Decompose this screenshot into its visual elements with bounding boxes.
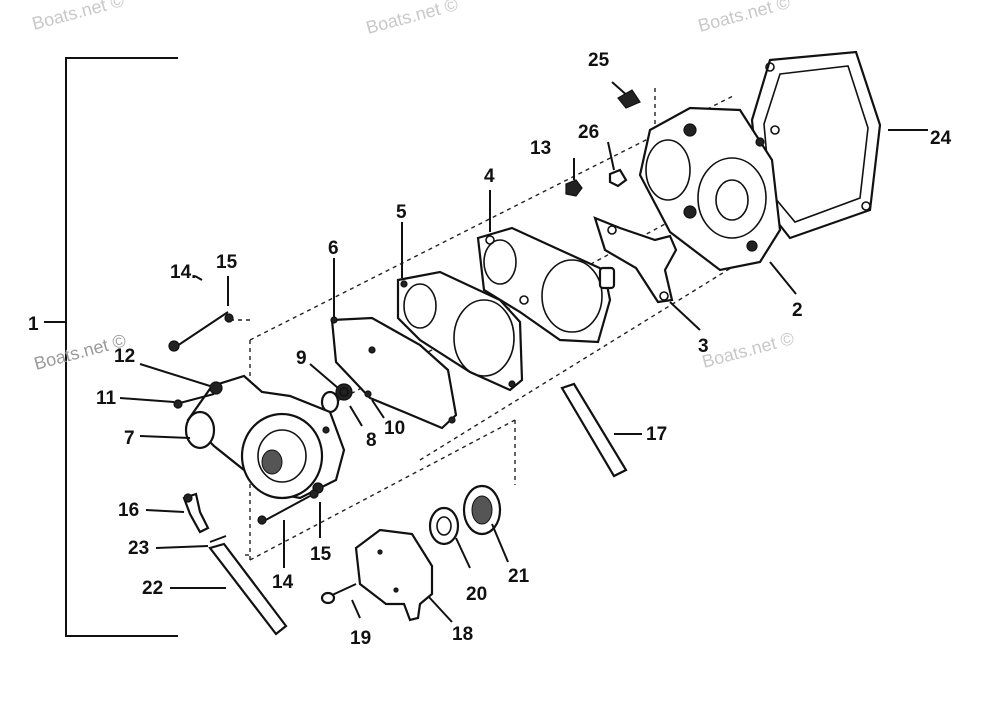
callout-14-upper: 14. [170,262,196,283]
fitting-part-16 [182,492,210,534]
callout-26: 26 [578,122,599,143]
hose-part-22 [208,542,288,636]
callout-8: 8 [366,430,377,451]
clamp-part-23 [209,535,227,543]
callout-3: 3 [698,336,709,357]
callout-6: 6 [328,238,339,259]
callout-labels: 1 2 3 4 5 6 7 8 9 10 11 12 13 14. 14 15 … [28,50,952,649]
callout-5: 5 [396,202,407,223]
washer-part-20 [428,506,460,546]
callout-14-lower: 14 [272,572,294,593]
hose-part-17 [560,382,628,478]
cover-part-18 [354,528,434,622]
housing-plate-part-2 [638,106,782,272]
watermark-top-center: Boats.net © [364,0,460,38]
disc-part-21 [462,484,502,536]
nut-part-13 [565,179,583,197]
plate-part-6 [330,316,458,430]
callout-4: 4 [484,166,495,187]
callout-25: 25 [588,50,610,71]
callout-15-lower: 15 [310,544,332,565]
screw-part-11 [173,393,215,409]
watermark-left-middle: Boats.net © [32,330,128,374]
fitting-part-26 [608,168,628,188]
valve-parts-8-9-10 [320,383,372,414]
callout-10: 10 [384,418,405,439]
callout-9: 9 [296,348,307,369]
callout-2: 2 [792,300,803,321]
callout-12: 12 [114,346,135,367]
callout-17: 17 [646,424,667,445]
screw-part-19 [320,583,357,605]
callout-22: 22 [142,578,163,599]
callout-24: 24 [930,128,952,149]
watermark-mid-right: Boats.net © [700,328,796,372]
watermark-top-right: Boats.net © [696,0,792,36]
callout-18: 18 [452,624,473,645]
gasket-part-5 [396,270,524,392]
callout-13: 13 [530,138,551,159]
callout-21: 21 [508,566,530,587]
screw-part-25 [611,81,641,109]
callout-1: 1 [28,314,39,335]
bolt-part-14-upper [168,311,234,352]
callout-7: 7 [124,428,135,449]
pump-body-part-7 [184,374,346,500]
callout-11: 11 [96,388,117,409]
bolt-part-14-lower [257,489,319,525]
bracket-part-3 [593,216,678,304]
watermark-top-left: Boats.net © [30,0,126,34]
assembly-bracket [44,57,178,637]
callout-15-upper: 15 [216,252,238,273]
callout-19: 19 [350,628,371,649]
callout-23: 23 [128,538,149,559]
callout-20: 20 [466,584,487,605]
callout-16: 16 [118,500,139,521]
leader-lines [119,129,928,623]
